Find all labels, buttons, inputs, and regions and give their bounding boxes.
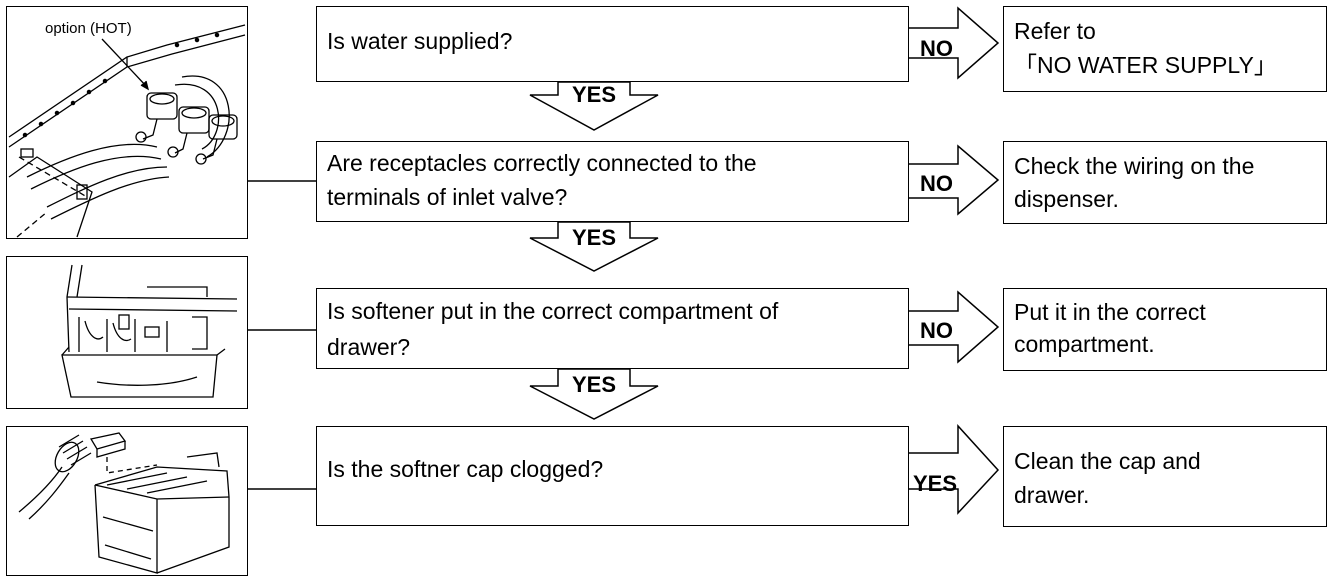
result-text-line-1: Put it in the correct: [1014, 299, 1206, 325]
result-text-line-2: drawer.: [1014, 482, 1090, 508]
result-box-4: Clean the cap and drawer.: [1003, 426, 1327, 527]
drawer-drawing: [61, 264, 238, 398]
branch-label-2: NO: [920, 171, 953, 196]
branch-label-1: NO: [920, 36, 953, 61]
question-text-line-2: drawer?: [327, 334, 411, 360]
inlet-valve-drawing: [8, 24, 246, 238]
branch-right-arrow-3: [907, 290, 1000, 364]
result-box-1: Refer to 「NO WATER SUPPLY」: [1003, 6, 1327, 92]
result-text-line-2: compartment.: [1014, 331, 1155, 357]
question-text: Is the softner cap clogged?: [327, 456, 604, 482]
inlet-valve-illustration: option (HOT): [6, 6, 248, 239]
branch-right-arrow-2: [907, 144, 1000, 216]
drawer-illustration: [6, 256, 248, 409]
question-box-4: Is the softner cap clogged?: [316, 426, 909, 526]
result-text-line-1: Refer to: [1014, 18, 1096, 44]
cleaning-illustration: [6, 426, 248, 576]
branch-right-arrow-4: [907, 424, 1000, 515]
question-text-line-1: Are receptacles correctly connected to t…: [327, 150, 757, 176]
result-box-2: Check the wiring on the dispenser.: [1003, 141, 1327, 224]
question-text-line-1: Is softener put in the correct compartme…: [327, 298, 779, 324]
result-text-line-1: Clean the cap and: [1014, 448, 1201, 474]
result-box-3: Put it in the correct compartment.: [1003, 288, 1327, 371]
yes-down-arrow-2: [529, 221, 659, 272]
yes-label-3: YES: [572, 372, 617, 397]
result-text-line-2: dispenser.: [1014, 186, 1119, 212]
yes-down-arrow-3: [529, 368, 659, 420]
result-text-line-1: Check the wiring on the: [1014, 153, 1255, 179]
question-box-3: Is softener put in the correct compartme…: [316, 288, 909, 369]
question-text-line-2: terminals of inlet valve?: [327, 184, 568, 210]
branch-label-4: YES: [913, 471, 958, 496]
branch-right-arrow-1: [907, 6, 1000, 80]
illustration-caption: option (HOT): [45, 20, 132, 37]
yes-label-2: YES: [572, 225, 617, 250]
cleaning-drawing: [18, 432, 230, 574]
question-box-2: Are receptacles correctly connected to t…: [316, 141, 909, 222]
question-text: Is water supplied?: [327, 28, 513, 54]
yes-down-arrow-1: [529, 81, 659, 131]
question-box-1: Is water supplied?: [316, 6, 909, 82]
result-text-line-2: 「NO WATER SUPPLY」: [1014, 52, 1277, 78]
yes-label-1: YES: [572, 82, 617, 107]
branch-label-3: NO: [920, 318, 953, 343]
